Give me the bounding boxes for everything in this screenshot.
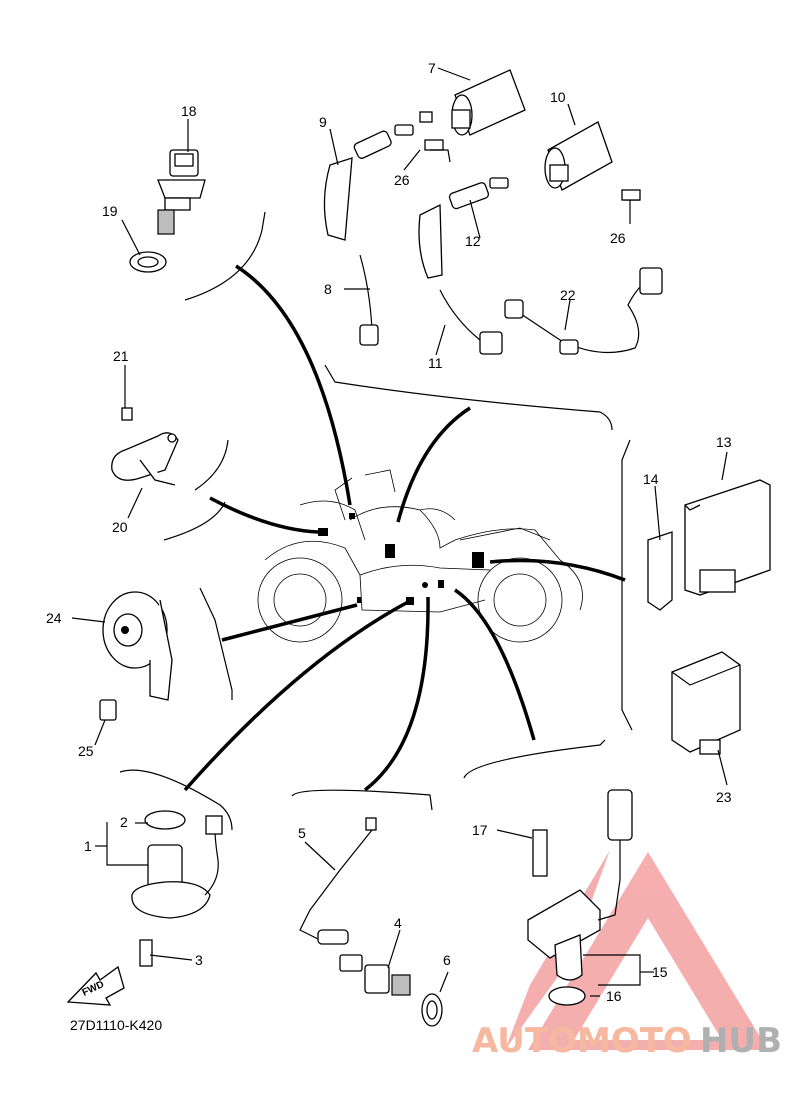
part-label-16: 16 (606, 988, 622, 1004)
fwd-arrow-icon: FWD (66, 965, 125, 1006)
part-label-4: 4 (394, 915, 402, 931)
plug-cap-11-12 (418, 182, 503, 355)
part-label-18: 18 (181, 103, 197, 119)
bolt-26-a (424, 139, 444, 151)
part-label-21: 21 (113, 348, 129, 364)
plug-cap-9 (323, 130, 392, 241)
part-label-1: 1 (84, 838, 92, 854)
sensor-15 (527, 789, 633, 981)
part-label-22: 22 (560, 287, 576, 303)
part-label-2: 2 (120, 814, 128, 830)
part-label-9: 9 (319, 114, 327, 130)
motorcycle-outline (257, 469, 583, 643)
sensor-20 (111, 407, 179, 486)
part-label-13: 13 (716, 434, 732, 450)
watermark-text-b: HUB (700, 1021, 782, 1061)
part-label-19: 19 (102, 203, 118, 219)
callout-lines (71, 67, 728, 997)
coil-7 (394, 69, 526, 136)
part-number-labels: 18 19 21 20 24 25 2 1 3 7 9 8 10 26 12 2… (46, 60, 732, 1004)
ecu-13 (684, 479, 771, 596)
part-label-25: 25 (78, 743, 94, 759)
part-label-7: 7 (428, 60, 436, 76)
part-label-5: 5 (298, 825, 306, 841)
part-label-17: 17 (472, 822, 488, 838)
part-label-14: 14 (643, 471, 659, 487)
reference-code: 27D1110-K420 (70, 1017, 162, 1033)
strap-14 (647, 531, 673, 611)
watermark-text: AUTOMOTO HUB (472, 1021, 782, 1061)
sensor-4 (339, 954, 411, 996)
front-wheel (257, 557, 343, 643)
o-ring-16 (548, 986, 586, 1006)
sensor-1 (131, 810, 223, 967)
motorcycle-markers (318, 513, 484, 605)
part-label-11: 11 (428, 355, 443, 371)
lead-8 (359, 254, 379, 346)
coil-10 (489, 121, 640, 201)
part-label-6: 6 (443, 952, 451, 968)
part-label-26a: 26 (394, 172, 410, 188)
part-label-24: 24 (46, 610, 62, 626)
rear-wheel (477, 557, 563, 643)
bolt-26-b (621, 189, 641, 201)
watermark-triangle-inner (574, 918, 722, 1040)
group-brackets (119, 211, 633, 831)
leader-lines (183, 264, 626, 792)
watermark-text-a: AUTOMOTO (472, 1021, 692, 1061)
part-label-3: 3 (195, 952, 203, 968)
part-label-12: 12 (465, 233, 481, 249)
part-label-23: 23 (716, 789, 732, 805)
part-label-8: 8 (324, 281, 332, 297)
lead-5 (299, 817, 377, 945)
part-label-15: 15 (652, 964, 668, 980)
part-label-10: 10 (550, 89, 566, 105)
relay-23 (671, 651, 741, 755)
part-label-20: 20 (112, 519, 128, 535)
part-label-26b: 26 (610, 230, 626, 246)
temp-sensor (157, 149, 206, 235)
harness-22 (504, 267, 663, 355)
horn (99, 591, 173, 721)
